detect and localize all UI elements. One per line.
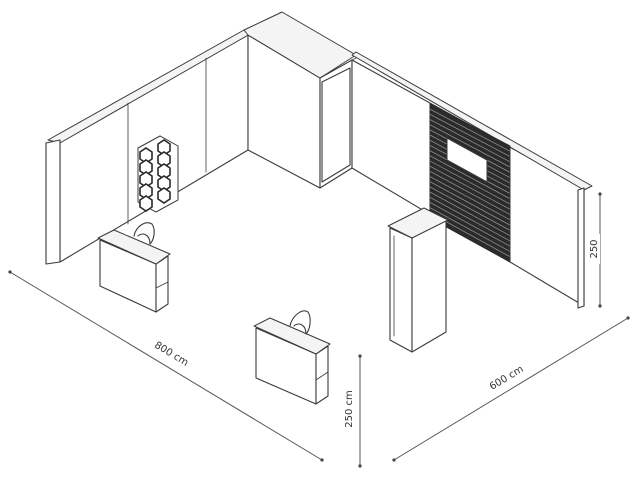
shelf-cube	[157, 175, 171, 192]
shelf-cube	[157, 151, 171, 168]
monitor-screen	[446, 137, 488, 183]
shelf-cube	[157, 139, 171, 156]
slat-line	[429, 171, 511, 215]
slat-line	[429, 202, 511, 247]
reception-counter-2	[253, 310, 331, 405]
slat-line	[429, 191, 511, 236]
back-cabin	[243, 11, 357, 189]
slat-line	[429, 119, 511, 163]
chair-1	[133, 222, 155, 245]
slat-line	[429, 176, 511, 221]
shelf-cube	[139, 195, 153, 212]
right-back-wall	[351, 51, 593, 309]
reception-counter-1	[97, 222, 171, 313]
display-tower	[387, 207, 449, 353]
height-dimension-label: 250 cm	[344, 390, 355, 428]
slat-line	[429, 207, 511, 252]
shelf-cube	[157, 163, 171, 180]
dimension-wall-height: 250	[586, 192, 602, 308]
slat-line	[429, 196, 511, 242]
shelf-cube	[157, 187, 171, 204]
wall-height-dimension-label: 250	[589, 239, 600, 258]
dimension-height: 250 cm	[340, 354, 362, 468]
slat-line	[429, 165, 511, 210]
shelf-cube	[139, 159, 153, 176]
slat-line	[429, 108, 511, 152]
chair-2	[289, 310, 311, 335]
shelf-cube	[139, 171, 153, 188]
slat-line	[429, 114, 511, 157]
shelf-cube	[139, 147, 153, 164]
slat-line	[429, 160, 511, 205]
slat-line	[429, 186, 511, 231]
slat-line	[429, 155, 511, 200]
slat-line	[429, 181, 511, 226]
cube-shelf-unit	[137, 135, 179, 213]
slat-line	[429, 124, 511, 168]
shelf-cube	[139, 183, 153, 200]
